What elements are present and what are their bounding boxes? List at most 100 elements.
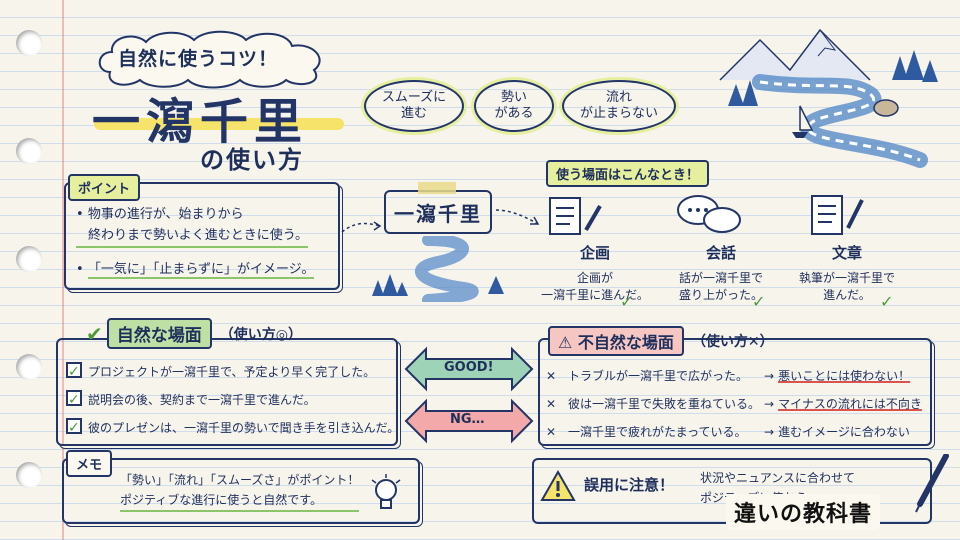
ng-arrow bbox=[404, 398, 534, 444]
sub-title: の使い方 bbox=[200, 146, 304, 174]
center-word-box: 一瀉千里 bbox=[384, 190, 492, 234]
natural-box bbox=[56, 338, 398, 446]
checkbox-icon bbox=[66, 358, 82, 386]
scene-conversation: 会話 話が一瀉千里で 盛り上がった。 bbox=[666, 242, 776, 303]
unnatural-usage-text: （使い方✕） bbox=[691, 334, 774, 350]
river-mountain-illustration bbox=[719, 28, 938, 168]
scene-label: 文章 bbox=[831, 244, 862, 262]
document-pencil-icon bbox=[549, 197, 602, 235]
main-title: 一瀉千里 bbox=[92, 94, 309, 150]
scene-label: 企画 bbox=[579, 244, 610, 262]
pen-icon bbox=[915, 454, 949, 513]
arrow-icon: → bbox=[764, 369, 775, 383]
cross-icon: ✕ bbox=[546, 397, 557, 411]
natural-item-text: プロジェクトが一瀉千里で、予定より早く完了した。 bbox=[88, 365, 376, 379]
arrow-icon: → bbox=[764, 397, 775, 411]
center-word: 一瀉千里 bbox=[394, 201, 482, 226]
natural-item-text: 彼のプレゼンは、一瀉千里の勢いで聞き手を引き込んだ。 bbox=[88, 421, 400, 435]
notebook-pen-icon bbox=[811, 195, 864, 235]
keyword-line: スムーズに bbox=[381, 89, 447, 105]
checkbox-icon bbox=[66, 386, 82, 414]
cross-icon: ✕ bbox=[546, 425, 557, 439]
caution-title: 誤用に注意！ bbox=[584, 476, 675, 494]
tape bbox=[418, 182, 456, 194]
unnatural-item-note: 進むイメージに合わない bbox=[778, 425, 910, 439]
unnatural-title-wrap: ⚠ 不自然な場面 bbox=[548, 326, 684, 356]
natural-header: ✔ 自然な場面 （使い方◎） bbox=[86, 318, 302, 349]
scene-example: 執筆が一瀉千里で bbox=[798, 271, 895, 285]
natural-usage: （使い方◎） bbox=[219, 326, 302, 343]
memo-text: 「勢い」「流れ」「スムーズさ」がポイント！ ポジティブな進行に使うと自然です。 bbox=[120, 470, 360, 512]
unnatural-list: ✕トラブルが一瀉千里で広がった。→悪いことには使わない！ ✕ 彼は一瀉千里で失敗を… bbox=[546, 362, 930, 446]
memo-line: ポジティブな進行に使うと自然です。 bbox=[120, 490, 360, 512]
logo: 違いの教科書 bbox=[726, 494, 881, 530]
scene-example: 一瀉千里に進んだ。 bbox=[541, 288, 649, 302]
memo-box bbox=[62, 458, 420, 524]
memo-line: 「勢い」「流れ」「スムーズさ」がポイント！ bbox=[120, 473, 360, 487]
caution-line: 状況やニュアンスに合わせて bbox=[700, 471, 856, 485]
keyword-line: 進む bbox=[400, 106, 427, 121]
memo-tag: メモ bbox=[66, 450, 113, 477]
checkmark-icon: ✔ bbox=[86, 321, 103, 346]
scene-example: 話が一瀉千里で bbox=[678, 271, 763, 285]
dotted-arrow-right bbox=[495, 209, 540, 225]
bullet-dot: • bbox=[76, 262, 88, 277]
keyword-line: がある bbox=[494, 106, 534, 121]
point-bullet-2: • 「一気に」「止まらずに」がイメージ。 bbox=[76, 258, 315, 279]
binder-hole bbox=[16, 246, 42, 272]
unnatural-item-text: 一瀉千里で疲れがたまっている。 bbox=[568, 425, 747, 439]
title-cloud-text: 自然に使うコツ！ bbox=[118, 48, 279, 70]
natural-item: 彼のプレゼンは、一瀉千里の勢いで聞き手を引き込んだ。 bbox=[66, 414, 399, 442]
unnatural-usage: （使い方✕） bbox=[692, 331, 774, 351]
scene-writing: 文章 執筆が一瀉千里で 進んだ。 bbox=[792, 242, 902, 303]
unnatural-item-text: 彼は一瀉千里で失敗を重ねている。 bbox=[568, 397, 761, 411]
lightbulb-icon bbox=[371, 474, 401, 509]
good-arrow bbox=[404, 346, 534, 392]
cross-icon: ✕ bbox=[546, 369, 557, 383]
keyword-line: 流れ bbox=[605, 89, 632, 105]
checkbox-icon bbox=[66, 414, 82, 442]
keyword-line: が止まらない bbox=[579, 106, 658, 121]
dotted-arrow-left bbox=[341, 221, 382, 233]
unnatural-item: ✕ 彼は一瀉千里で失敗を重ねている。→マイナスの流れには不向き bbox=[546, 390, 930, 418]
warning-icon: ⚠ bbox=[558, 333, 578, 352]
scene-example: 企画が bbox=[576, 271, 613, 285]
natural-item: プロジェクトが一瀉千里で、予定より早く完了した。 bbox=[66, 358, 399, 386]
logo-text: 違いの教科書 bbox=[734, 502, 873, 527]
ng-label: NG… bbox=[450, 412, 485, 427]
scenes-tag: 使う場面はこんなとき！ bbox=[546, 160, 710, 187]
unnatural-title: 不自然な場面 bbox=[577, 333, 674, 352]
main-title-underline bbox=[94, 118, 344, 130]
warning-triangle-icon bbox=[540, 470, 576, 501]
keyword-oval-momentum: 勢いがある bbox=[474, 80, 554, 132]
point-text: 終わりまで勢いよく進むときに使う。 bbox=[88, 228, 308, 243]
unnatural-box bbox=[538, 338, 932, 446]
good-label: GOOD! bbox=[444, 360, 494, 375]
unnatural-item: ✕ 一瀉千里で疲れがたまっている。 →進むイメージに合わない bbox=[546, 418, 930, 446]
keyword-oval-smooth: スムーズに進む bbox=[364, 80, 464, 132]
point-tag: ポイント bbox=[68, 174, 141, 201]
small-river-illustration bbox=[372, 236, 504, 302]
title-cloud-shape bbox=[98, 30, 321, 89]
scene-label: 会話 bbox=[705, 244, 736, 262]
scene-planning: 企画 企画が 一瀉千里に進んだ。 bbox=[540, 242, 650, 303]
speech-bubbles-icon bbox=[677, 195, 741, 233]
keyword-line: 勢い bbox=[500, 89, 527, 105]
binder-hole bbox=[16, 354, 42, 380]
check-icon: ✓ bbox=[620, 292, 634, 311]
point-box bbox=[64, 182, 340, 290]
point-text: 物事の進行が、始まりから bbox=[87, 207, 244, 222]
natural-item: 説明会の後、契約まで一瀉千里で進んだ。 bbox=[66, 386, 399, 414]
unnatural-item-note: 悪いことには使わない！ bbox=[778, 369, 911, 383]
natural-list: プロジェクトが一瀉千里で、予定より早く完了した。 説明会の後、契約まで一瀉千里で… bbox=[66, 358, 399, 442]
unnatural-item-note: マイナスの流れには不向き bbox=[778, 397, 922, 411]
unnatural-item: ✕トラブルが一瀉千里で広がった。→悪いことには使わない！ bbox=[546, 362, 930, 390]
bullet-dot: • bbox=[76, 207, 88, 222]
keyword-oval-flow: 流れが止まらない bbox=[562, 80, 676, 132]
arrow-icon: → bbox=[764, 425, 775, 439]
point-bullet-1: • 物事の進行が、始まりから 終わりまで勢いよく進むときに使う。 bbox=[76, 204, 308, 248]
natural-title: 自然な場面 bbox=[106, 318, 212, 349]
binder-hole bbox=[16, 138, 42, 164]
unnatural-header: ⚠ 不自然な場面 （使い方✕） bbox=[548, 326, 774, 356]
binder-hole bbox=[16, 462, 42, 488]
